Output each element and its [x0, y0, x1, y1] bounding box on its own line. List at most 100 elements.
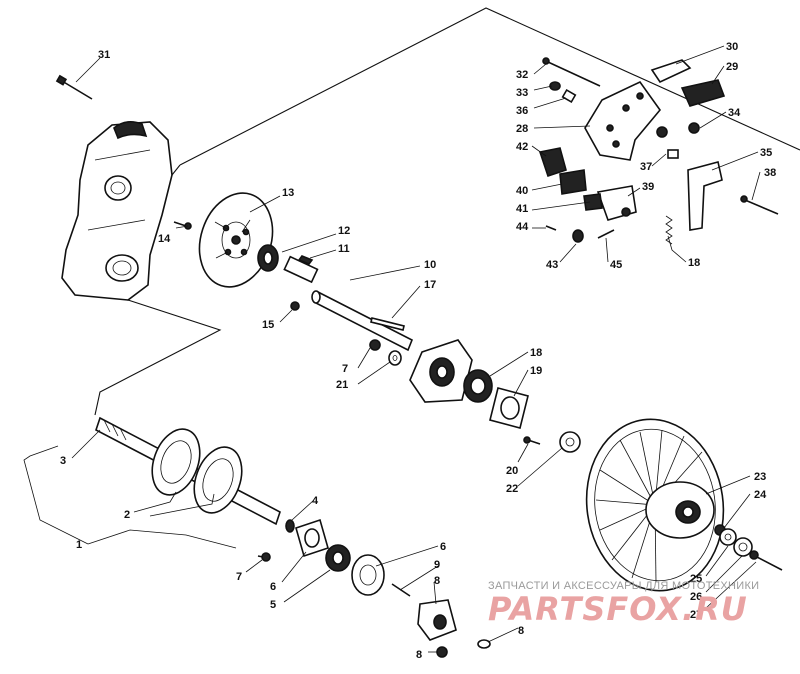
driven-clutch-25	[585, 418, 725, 592]
callout-25: 23	[754, 471, 766, 483]
callout-18: 18	[688, 257, 700, 269]
callout-17: 15	[262, 319, 274, 331]
pin-44	[545, 225, 557, 231]
callout-37: 37	[640, 161, 652, 173]
callout-1: 1	[76, 539, 82, 551]
callout-labels: 31 13 14 12 11 10 17 15 7 21 18 19 20 22…	[60, 41, 772, 661]
callout-35-right: 34	[728, 107, 741, 119]
callout-24: 22	[506, 483, 518, 495]
hub-14	[257, 244, 319, 284]
flange-6-right	[351, 554, 385, 596]
brake-pad-32	[650, 59, 692, 84]
watermark-tagline: ЗАПЧАСТИ И АКСЕССУАРЫ ДЛЯ МОТОТЕХНИКИ	[488, 580, 760, 592]
callout-21: 19	[530, 365, 542, 377]
caliper-bracket-30	[584, 80, 662, 161]
washer-23	[388, 350, 402, 366]
callout-15: 13	[282, 187, 294, 199]
callout-6-left: 6	[270, 581, 276, 593]
bolt-22	[523, 436, 541, 445]
cam-41	[583, 193, 603, 211]
callout-9: 8	[434, 575, 440, 587]
callout-10: 8	[518, 625, 524, 637]
callout-36: 35	[760, 147, 772, 159]
callout-13: 11	[338, 243, 350, 255]
drive-sprockets-2	[151, 428, 243, 514]
callout-34: 32	[516, 69, 528, 81]
pin-45	[597, 229, 615, 239]
clip-43	[572, 229, 584, 243]
chaincase-housing	[61, 120, 173, 301]
bearing-5	[325, 544, 351, 572]
leader-lines	[23, 45, 761, 653]
callout-37-upper: 36	[516, 105, 528, 117]
callout-6-right: 6	[440, 541, 446, 553]
bolt-33	[55, 74, 93, 100]
seal-4	[285, 519, 295, 533]
callout-41: 41	[516, 203, 528, 215]
flange-6-lower	[295, 518, 329, 558]
lever-42	[538, 147, 567, 178]
callout-4: 4	[312, 495, 319, 507]
spacer-37-top	[561, 88, 577, 104]
bearing-20	[463, 369, 493, 403]
bolt-29	[749, 550, 783, 571]
callout-43: 43	[546, 259, 558, 271]
spring-18	[665, 215, 673, 245]
callout-3: 3	[60, 455, 66, 467]
pin-35-left	[549, 81, 561, 91]
callout-16: 14	[158, 233, 171, 245]
callout-30: 28	[516, 123, 528, 135]
callout-39: 39	[642, 181, 654, 193]
callout-eight-lower: 8	[416, 649, 422, 661]
bearing-flange-plate	[409, 339, 473, 403]
nut-8-upper	[369, 339, 381, 351]
callout-2: 2	[124, 509, 130, 521]
washer-27	[719, 528, 737, 546]
grease-fitting-11	[391, 583, 411, 597]
callout-33: 31	[98, 49, 110, 61]
callout-38: 38	[764, 167, 776, 179]
callout-31: 29	[726, 61, 738, 73]
callout-28: 26	[690, 591, 702, 603]
callout-7-shown: 7	[236, 571, 242, 583]
key-19	[370, 317, 405, 331]
callout-35-left: 33	[516, 87, 528, 99]
callout-29: 27	[690, 609, 702, 621]
bracket-36	[687, 161, 723, 231]
fitting-10	[477, 639, 491, 649]
callout-20: 18	[530, 347, 542, 359]
nut-17	[290, 301, 300, 311]
callout-14: 12	[338, 225, 350, 237]
spacer-37-lower	[667, 149, 679, 159]
screw-16	[173, 221, 192, 230]
callout-42: 42	[516, 141, 528, 153]
actuator-40	[559, 169, 587, 195]
callout-19: 17	[424, 279, 436, 291]
callout-44: 44	[516, 221, 529, 233]
pin-35-right	[656, 122, 700, 138]
nut-8-lower	[436, 646, 448, 658]
callout-22: 20	[506, 465, 518, 477]
washer-24	[559, 431, 581, 453]
callout-11: 9	[434, 559, 440, 571]
callout-40: 40	[516, 185, 528, 197]
bolt-34	[542, 57, 601, 87]
callout-26: 24	[754, 489, 767, 501]
washer-28	[733, 537, 753, 557]
callout-32: 30	[726, 41, 738, 53]
callout-8-upper: 7	[342, 363, 348, 375]
callout-45: 45	[610, 259, 622, 271]
screw-7	[257, 552, 271, 562]
bolt-38	[740, 195, 779, 215]
jackshaft-12	[311, 290, 414, 352]
flange-21	[489, 387, 529, 429]
brake-disc-15	[198, 192, 274, 288]
watermark-logo: PARTSFOX.RU	[488, 590, 748, 628]
callout-12: 10	[424, 259, 436, 271]
callout-27: 25	[690, 573, 702, 585]
bearing-housing-9	[417, 599, 457, 641]
callout-5: 5	[270, 599, 276, 611]
brake-pad-31	[680, 79, 726, 107]
callout-23: 21	[336, 379, 348, 391]
